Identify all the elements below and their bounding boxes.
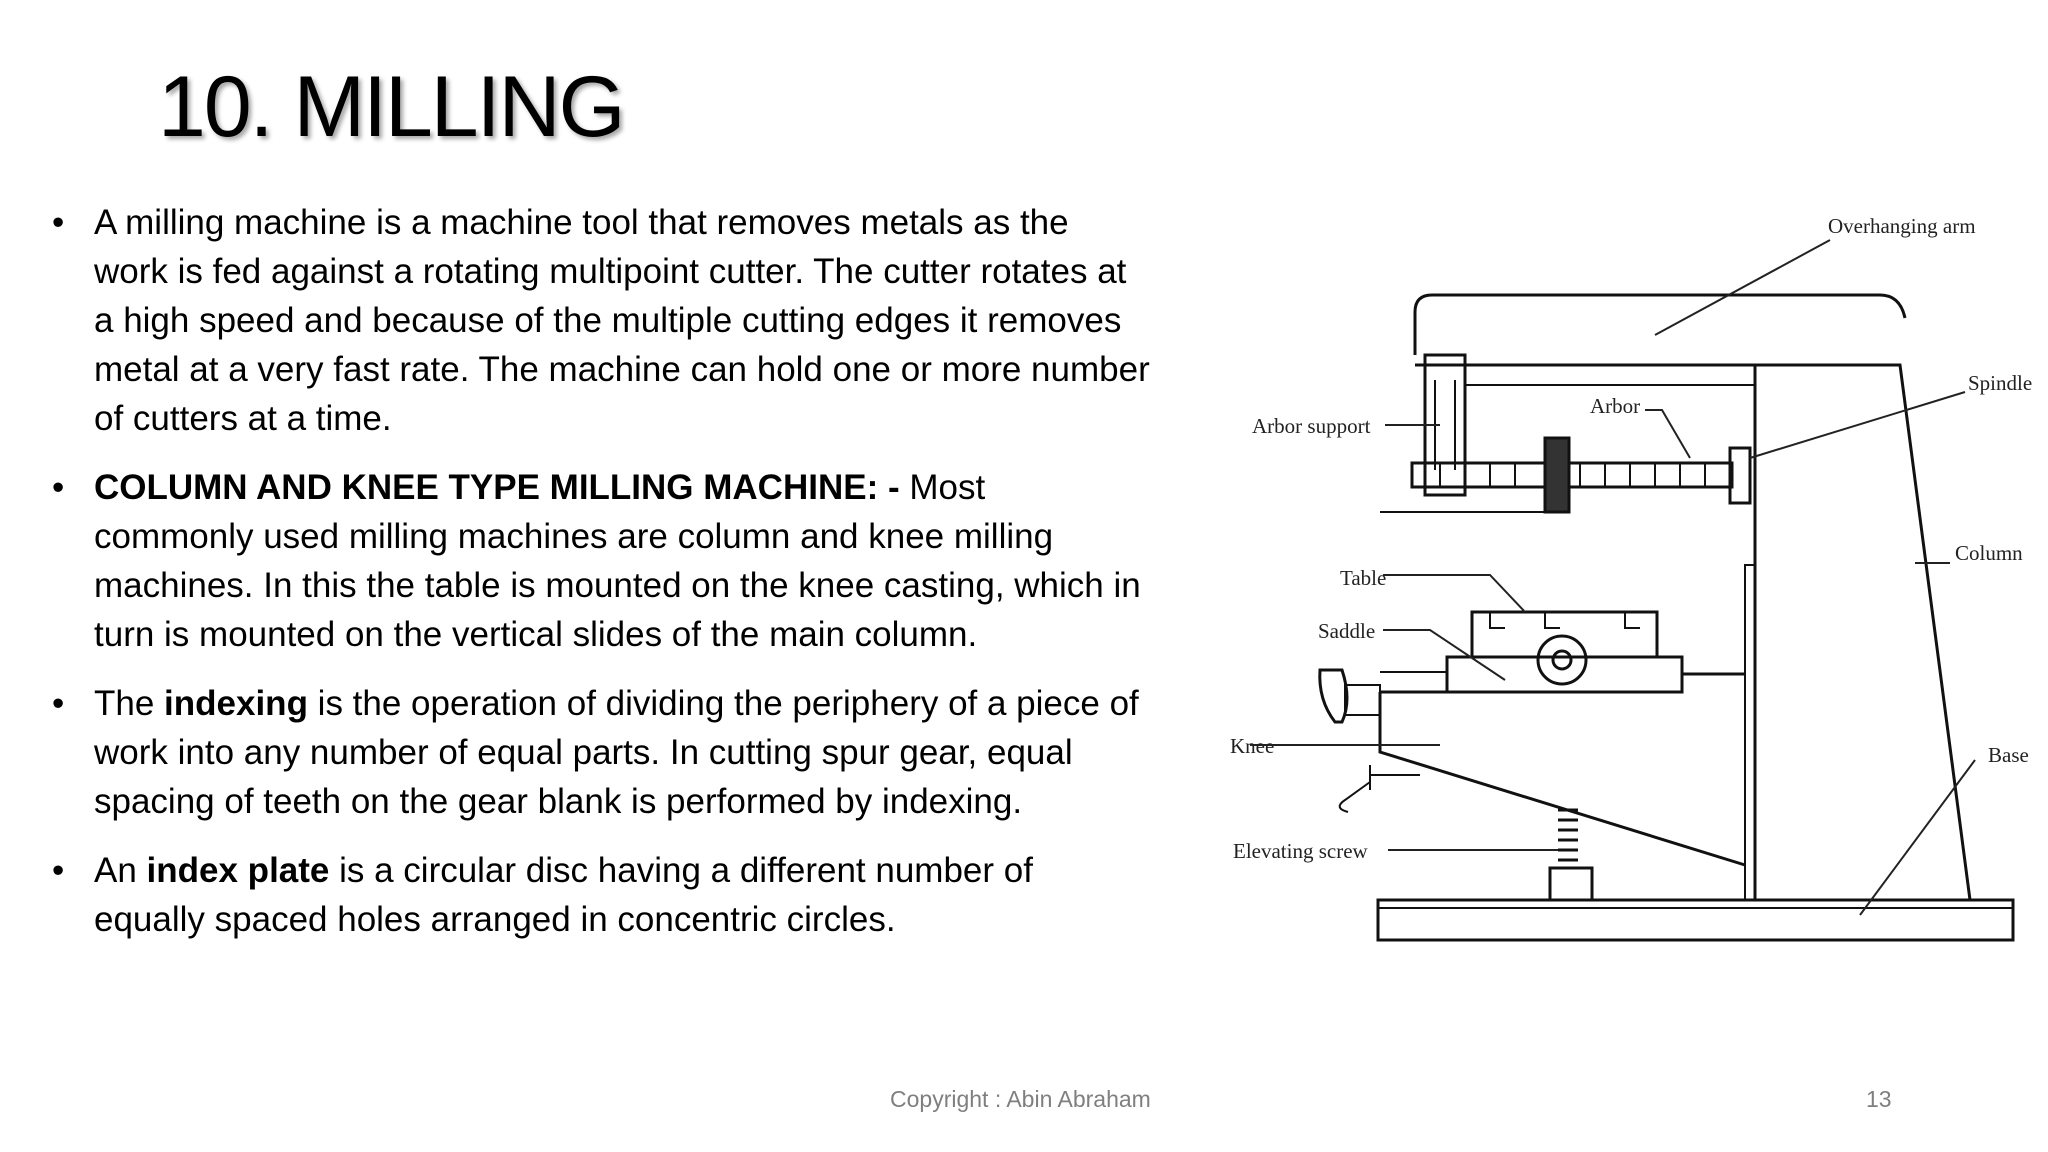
bullet-text: is a circular disc having a different nu…: [94, 851, 1033, 939]
bullet-list: • A milling machine is a machine tool th…: [52, 198, 1152, 964]
overhanging-arm-shape: [1413, 293, 1907, 355]
label-saddle: Saddle: [1318, 619, 1375, 643]
label-spindle: Spindle: [1968, 371, 2032, 395]
saddle-leader: [1383, 629, 1506, 681]
label-arbor-support: Arbor support: [1252, 414, 1371, 438]
table-handwheel: [1536, 634, 1588, 686]
slide-title: 10. MILLING: [158, 59, 626, 155]
bullet-intro: An: [94, 851, 147, 890]
arbor-shape: [1410, 461, 1734, 489]
base-shape: [1376, 898, 2015, 942]
bullet-intro: The: [94, 684, 165, 723]
cutter-shape: [1543, 436, 1571, 514]
label-elevating-screw: Elevating screw: [1233, 839, 1369, 863]
column-shape: [1753, 363, 1972, 901]
bullet-text: Most commonly used milling machines are …: [94, 468, 1141, 654]
bullet-item: • COLUMN AND KNEE TYPE MILLING MACHINE: …: [52, 463, 1152, 659]
milling-machine-drawing: Overhanging arm Spindle Arbor support Ar…: [1230, 214, 2032, 942]
footer-copyright: Copyright : Abin Abraham: [890, 1086, 1151, 1112]
base-leader: [1859, 759, 1976, 916]
label-base: Base: [1988, 743, 2029, 767]
elevating-screw-shape: [1558, 808, 1578, 862]
table-leader: [1383, 574, 1526, 613]
arbor-leader: [1645, 409, 1691, 459]
bullet-item: • An index plate is a circular disc havi…: [52, 846, 1152, 944]
bullet-text: A milling machine is a machine tool that…: [94, 203, 1150, 438]
bullet-item: • A milling machine is a machine tool th…: [52, 198, 1152, 443]
bullet-marker: •: [52, 851, 65, 890]
label-table: Table: [1340, 566, 1386, 590]
page-number: 13: [1866, 1086, 1892, 1112]
bullet-item: • The indexing is the operation of divid…: [52, 679, 1152, 826]
cross-feed-handwheel: [1318, 668, 1349, 724]
bullet-bold-term: COLUMN AND KNEE TYPE MILLING MACHINE: -: [94, 468, 900, 507]
saddle-shape: [1445, 655, 1684, 694]
bullet-bold-term: indexing: [164, 684, 308, 723]
label-arbor: Arbor: [1590, 394, 1640, 418]
milling-machine-diagram: Overhanging arm Spindle Arbor support Ar…: [1210, 200, 2048, 970]
bullet-marker: •: [52, 468, 65, 507]
spindle-shape: [1728, 446, 1752, 505]
overhanging-arm-leader: [1654, 239, 1831, 336]
bullet-bold-term: index plate: [146, 851, 330, 890]
label-column: Column: [1955, 541, 2023, 565]
label-overhanging-arm: Overhanging arm: [1828, 214, 1976, 238]
bullet-marker: •: [52, 203, 65, 242]
label-knee: Knee: [1230, 734, 1274, 758]
spindle-leader: [1749, 391, 1966, 459]
knee-crank: [1338, 765, 1371, 813]
bullet-marker: •: [52, 684, 65, 723]
bullet-text: is the operation of dividing the periphe…: [94, 684, 1139, 821]
